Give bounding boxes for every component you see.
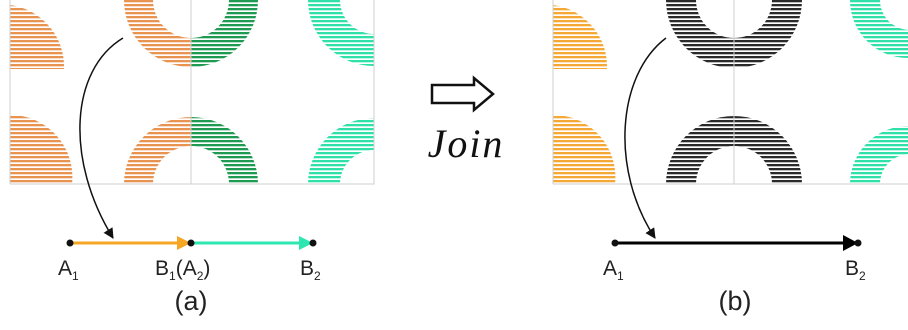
label-b2: B2 <box>845 257 866 283</box>
panel-b-pattern <box>553 0 908 184</box>
point-b2 <box>854 239 862 247</box>
join-label: Join <box>428 121 505 166</box>
arrowhead-teal <box>299 236 313 250</box>
caption-b: (b) <box>719 286 752 316</box>
label-b1-a2: B1(A2) <box>155 257 210 283</box>
panel-a-pattern <box>10 0 374 184</box>
join-transition: Join <box>428 75 505 166</box>
arc-shape <box>850 0 908 58</box>
label-a1: A1 <box>603 257 624 283</box>
mapping-arrow <box>624 37 667 239</box>
point-a1 <box>611 239 619 247</box>
arc-shape <box>124 0 191 67</box>
arrowhead-black <box>843 235 858 251</box>
arc-shape <box>124 117 191 184</box>
arc-shape <box>308 0 374 66</box>
panel-b: A1 B2 (b) <box>552 0 908 316</box>
arc-shape <box>666 116 802 184</box>
point-b2 <box>309 239 317 247</box>
arc-shape <box>191 0 258 67</box>
label-a1: A1 <box>58 257 79 283</box>
arrowhead-orange <box>177 236 191 250</box>
arc-shape <box>666 0 802 68</box>
mapping-arrow <box>79 37 124 239</box>
point-b1-a2 <box>187 239 195 247</box>
arc-shape <box>10 114 73 184</box>
point-a1 <box>66 239 74 247</box>
panel-a: A1 B1(A2) B2 (a) <box>9 0 375 316</box>
hollow-right-arrow-icon <box>430 75 495 113</box>
arc-shape <box>850 126 908 184</box>
arc-shape <box>553 5 608 69</box>
arc-shape <box>308 118 374 184</box>
arc-shape <box>10 5 65 69</box>
arc-shape <box>553 114 616 184</box>
caption-a: (a) <box>175 286 208 316</box>
label-b2: B2 <box>300 257 321 283</box>
arc-shape <box>191 117 258 184</box>
